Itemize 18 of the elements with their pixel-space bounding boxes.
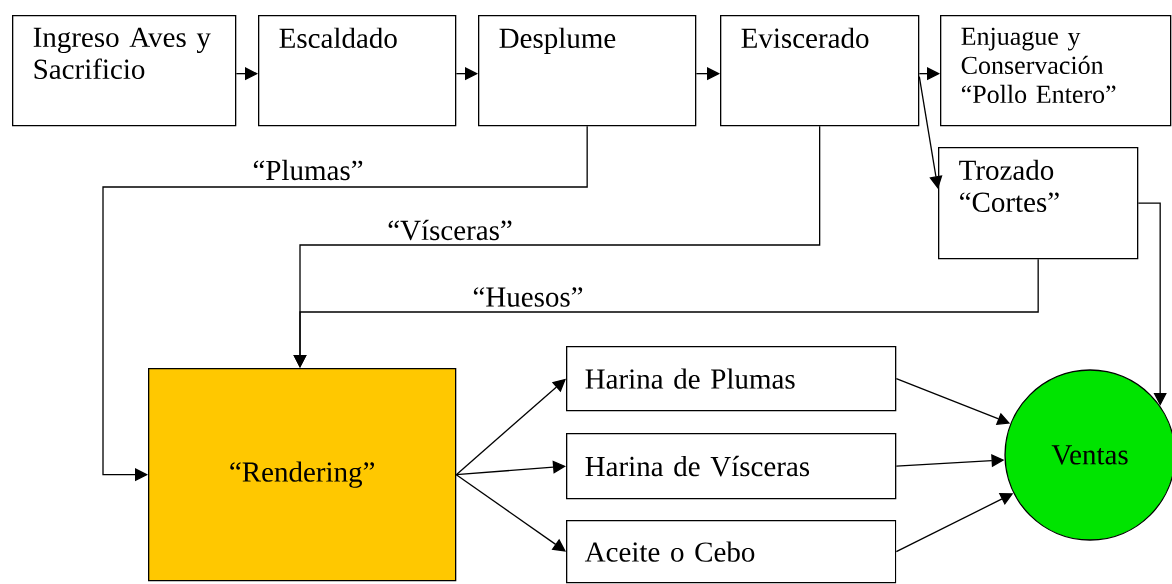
edge-label: “Vísceras”: [386, 218, 514, 242]
product-box: Aceite o Cebo: [566, 520, 897, 584]
rendering-box: “Rendering”: [148, 368, 457, 582]
process-box: Enjuague y Conservación “Pollo Entero”: [940, 15, 1172, 127]
arrow: [455, 474, 566, 552]
arrow: [455, 460, 566, 476]
arrow: [293, 258, 1039, 368]
arrow: [1137, 202, 1167, 406]
edge-label: “Huesos”: [471, 286, 585, 308]
edge-label: “Plumas”: [251, 158, 365, 182]
arrow: [455, 378, 566, 476]
process-box: Escaldado: [258, 15, 457, 127]
process-box: Eviscerado: [720, 15, 920, 127]
product-box: Harina de Plumas: [566, 346, 897, 412]
product-box: Harina de Vísceras: [566, 433, 897, 500]
process-box: Desplume: [478, 15, 697, 127]
process-box: Trozado “Cortes”: [938, 147, 1139, 260]
process-box: Ingreso Aves y Sacrificio: [12, 15, 237, 127]
